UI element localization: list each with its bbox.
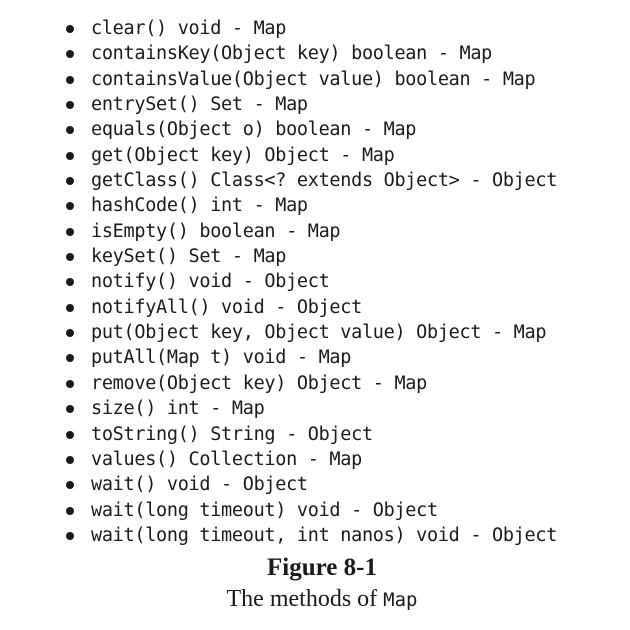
method-signature: notifyAll() void - Object	[91, 296, 362, 318]
bullet-icon	[66, 455, 74, 464]
list-item: get(Object key) Object - Map	[62, 143, 557, 168]
list-item: getClass() Class<? extends Object> - Obj…	[62, 168, 557, 193]
bullet-icon	[66, 506, 74, 515]
method-signature: size() int - Map	[91, 398, 265, 420]
method-signature: isEmpty() boolean - Map	[91, 220, 341, 242]
list-item: values() Collection - Map	[62, 447, 557, 472]
bullet-icon	[66, 278, 74, 287]
bullet-icon	[66, 303, 74, 312]
method-signature: remove(Object key) Object - Map	[91, 372, 427, 394]
method-signature: containsValue(Object value) boolean - Ma…	[91, 68, 536, 90]
bullet-icon	[66, 202, 74, 211]
method-signature: wait() void - Object	[91, 474, 308, 496]
caption-code: Map	[383, 589, 418, 611]
list-item: containsKey(Object key) boolean - Map	[62, 41, 557, 66]
method-signature: equals(Object o) boolean - Map	[91, 119, 417, 141]
bullet-icon	[66, 25, 74, 33]
list-item: keySet() Set - Map	[62, 244, 557, 269]
bullet-icon	[66, 430, 74, 439]
caption-text: The methods of	[226, 586, 378, 612]
list-item: put(Object key, Object value) Object - M…	[62, 320, 557, 345]
bullet-icon	[66, 379, 74, 388]
bullet-icon	[66, 329, 74, 338]
bullet-icon	[66, 126, 74, 135]
bullet-icon	[66, 75, 74, 84]
list-item: wait(long timeout, int nanos) void - Obj…	[62, 523, 557, 548]
method-signature: keySet() Set - Map	[91, 246, 287, 268]
method-signature: notify() void - Object	[91, 271, 330, 293]
bullet-icon	[66, 481, 74, 490]
list-item: notifyAll() void - Object	[62, 295, 557, 320]
method-signature: hashCode() int - Map	[91, 195, 308, 217]
list-item: notify() void - Object	[62, 269, 557, 294]
bullet-icon	[66, 405, 74, 414]
bullet-icon	[66, 101, 74, 110]
method-signature: clear() void - Map	[91, 18, 287, 39]
list-item: remove(Object key) Object - Map	[62, 371, 557, 396]
figure-number: Figure 8-1	[267, 554, 377, 581]
bullet-icon	[66, 227, 74, 236]
list-item: size() int - Map	[62, 396, 557, 421]
method-signature: wait(long timeout) void - Object	[91, 499, 438, 521]
list-item: toString() String - Object	[62, 422, 557, 447]
list-item: wait() void - Object	[62, 472, 557, 497]
bullet-icon	[66, 177, 74, 186]
bullet-icon	[66, 253, 74, 262]
list-item: entrySet() Set - Map	[62, 92, 557, 117]
list-item: wait(long timeout) void - Object	[62, 498, 557, 523]
figure-description: The methods of Map	[0, 584, 630, 615]
method-signature: putAll(Map t) void - Map	[91, 347, 352, 369]
figure-caption: Figure 8-1 The methods of Map	[0, 552, 630, 615]
list-item: hashCode() int - Map	[62, 193, 557, 218]
list-item: isEmpty() boolean - Map	[62, 219, 557, 244]
list-item: putAll(Map t) void - Map	[62, 345, 557, 370]
bullet-icon	[66, 531, 74, 540]
method-signature: toString() String - Object	[91, 423, 373, 445]
method-signature: get(Object key) Object - Map	[91, 144, 395, 166]
method-signature: values() Collection - Map	[91, 448, 362, 470]
method-signature: getClass() Class<? extends Object> - Obj…	[91, 170, 558, 192]
list-item: containsValue(Object value) boolean - Ma…	[62, 67, 557, 92]
method-signature: containsKey(Object key) boolean - Map	[91, 43, 493, 65]
list-item: equals(Object o) boolean - Map	[62, 117, 557, 142]
bullet-icon	[66, 151, 74, 160]
method-signature: entrySet() Set - Map	[91, 94, 308, 116]
method-signature: put(Object key, Object value) Object - M…	[91, 322, 547, 344]
method-list: clear() void - Map containsKey(Object ke…	[62, 16, 557, 548]
bullet-icon	[66, 354, 74, 363]
list-item: clear() void - Map	[62, 16, 557, 41]
method-signature: wait(long timeout, int nanos) void - Obj…	[91, 524, 558, 546]
bullet-icon	[66, 50, 74, 59]
